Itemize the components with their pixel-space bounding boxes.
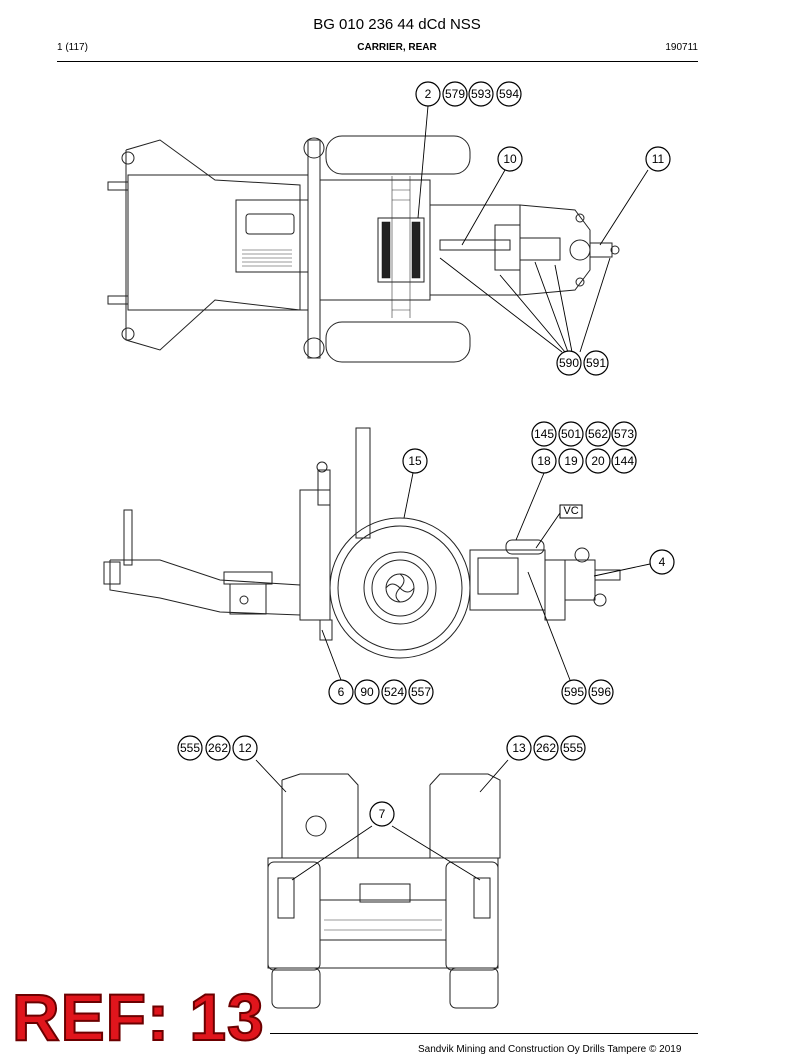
svg-text:555: 555	[180, 741, 200, 755]
svg-text:15: 15	[408, 454, 422, 468]
svg-text:579: 579	[445, 87, 465, 101]
callout-262-right[interactable]: 262	[533, 735, 559, 761]
svg-text:595: 595	[564, 685, 584, 699]
side-view-drawing	[103, 427, 621, 659]
svg-text:596: 596	[591, 685, 611, 699]
callout-7[interactable]: 7	[369, 801, 395, 827]
callout-596[interactable]: 596	[588, 679, 614, 705]
svg-text:2: 2	[425, 87, 432, 101]
callout-18[interactable]: 18	[531, 448, 557, 474]
svg-text:555: 555	[563, 741, 583, 755]
top-view-callouts: 2 579 593 594 10 11 590 591	[415, 81, 671, 376]
svg-text:7: 7	[379, 807, 386, 821]
top-view-drawing	[107, 135, 620, 363]
callout-591[interactable]: 591	[583, 350, 609, 376]
svg-text:90: 90	[360, 685, 374, 699]
svg-text:557: 557	[411, 685, 431, 699]
callout-90[interactable]: 90	[354, 679, 380, 705]
svg-text:18: 18	[537, 454, 551, 468]
svg-text:593: 593	[471, 87, 491, 101]
svg-text:501: 501	[561, 427, 581, 441]
rear-view-callouts: 555 262 12 13 262 555 7	[177, 735, 586, 827]
callout-594[interactable]: 594	[496, 81, 522, 107]
document-title: BG 010 236 44 dCd NSS	[313, 16, 481, 33]
svg-text:524: 524	[384, 685, 404, 699]
svg-text:13: 13	[512, 741, 526, 755]
callout-595[interactable]: 595	[561, 679, 587, 705]
svg-text:590: 590	[559, 356, 579, 370]
section-title: CARRIER, REAR	[357, 42, 437, 53]
callout-555-left[interactable]: 555	[177, 735, 203, 761]
callout-262-left[interactable]: 262	[205, 735, 231, 761]
rear-view-leaders	[255, 759, 509, 881]
svg-text:11: 11	[652, 152, 665, 166]
svg-text:19: 19	[564, 454, 578, 468]
svg-text:10: 10	[503, 152, 517, 166]
footer-copyright: Sandvik Mining and Construction Oy Drill…	[418, 1044, 682, 1055]
callout-vc[interactable]: VC	[559, 504, 583, 519]
svg-text:6: 6	[338, 685, 345, 699]
svg-text:573: 573	[614, 427, 634, 441]
callout-593[interactable]: 593	[468, 81, 494, 107]
svg-text:145: 145	[534, 427, 554, 441]
side-view-leaders	[321, 472, 651, 681]
callout-562[interactable]: 562	[585, 421, 611, 447]
callout-555-right[interactable]: 555	[560, 735, 586, 761]
callout-524[interactable]: 524	[381, 679, 407, 705]
callout-573[interactable]: 573	[611, 421, 637, 447]
svg-text:591: 591	[586, 356, 606, 370]
svg-text:20: 20	[591, 454, 605, 468]
callout-12[interactable]: 12	[232, 735, 258, 761]
side-view-callouts: 145 501 562 573 18 19 20 144 15 4 VC 6 9…	[328, 421, 675, 705]
svg-text:562: 562	[588, 427, 608, 441]
callout-20[interactable]: 20	[585, 448, 611, 474]
svg-text:12: 12	[238, 741, 252, 755]
ref-watermark: REF: 13	[11, 980, 265, 1054]
callout-145[interactable]: 145	[531, 421, 557, 447]
page-count: 1 (117)	[57, 42, 88, 53]
callout-579[interactable]: 579	[442, 81, 468, 107]
svg-text:262: 262	[536, 741, 556, 755]
callout-590[interactable]: 590	[556, 350, 582, 376]
callout-11[interactable]: 11	[645, 146, 671, 172]
callout-144[interactable]: 144	[611, 448, 637, 474]
svg-text:144: 144	[614, 454, 634, 468]
top-view-leaders	[417, 105, 649, 353]
document-date: 190711	[665, 42, 698, 53]
svg-text:594: 594	[499, 87, 519, 101]
callout-19[interactable]: 19	[558, 448, 584, 474]
callout-13[interactable]: 13	[506, 735, 532, 761]
callout-2[interactable]: 2	[415, 81, 441, 107]
header-rule	[57, 61, 698, 62]
svg-text:4: 4	[659, 555, 666, 569]
footer-rule	[270, 1033, 698, 1034]
svg-text:262: 262	[208, 741, 228, 755]
callout-10[interactable]: 10	[497, 146, 523, 172]
callout-15[interactable]: 15	[402, 448, 428, 474]
svg-text:VC: VC	[563, 505, 578, 517]
callout-4[interactable]: 4	[649, 549, 675, 575]
rear-view-drawing	[267, 773, 501, 1009]
callout-6[interactable]: 6	[328, 679, 354, 705]
callout-501[interactable]: 501	[558, 421, 584, 447]
callout-557[interactable]: 557	[408, 679, 434, 705]
